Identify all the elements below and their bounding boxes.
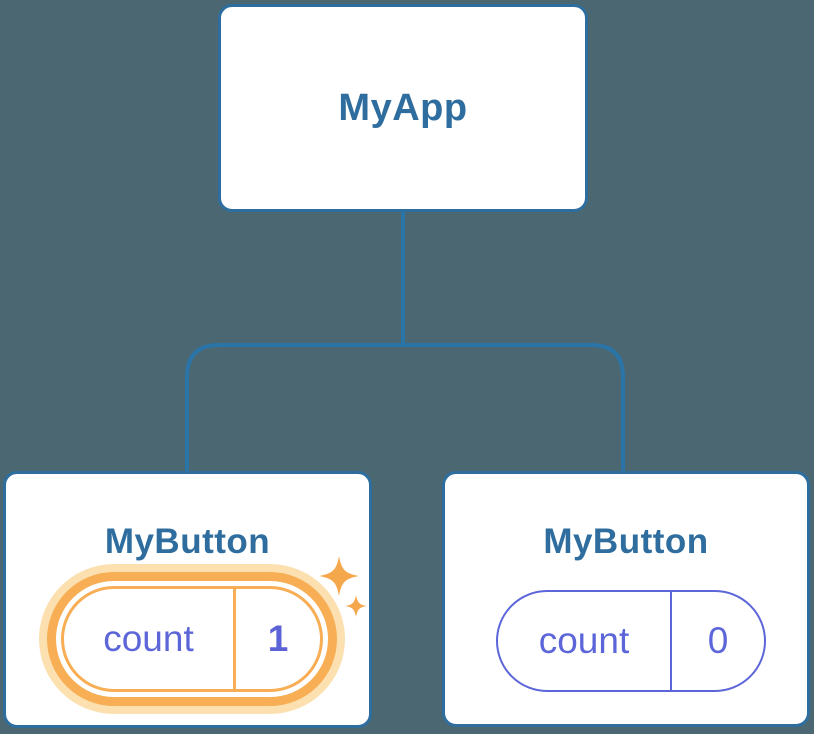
sparkle-small (345, 595, 367, 617)
button-node-left: MyButton count 1 (3, 471, 372, 728)
state-key-label: count (103, 618, 194, 659)
button-node-right-title: MyButton (543, 522, 709, 561)
sparkle-large (319, 556, 359, 596)
state-pill: count 0 (496, 590, 766, 692)
button-node-left-title: MyButton (104, 522, 271, 561)
state-value: 1 (233, 589, 320, 689)
app-node: MyApp (218, 4, 588, 212)
button-node-right: MyButton count 0 (442, 471, 810, 727)
sparkles-icon (319, 556, 367, 617)
state-value: 0 (670, 592, 764, 690)
state-pill-highlighted: count 1 (61, 586, 323, 692)
connector-branch-bracket (185, 343, 625, 471)
state-key-label: count (538, 620, 630, 661)
app-node-title: MyApp (338, 86, 468, 129)
